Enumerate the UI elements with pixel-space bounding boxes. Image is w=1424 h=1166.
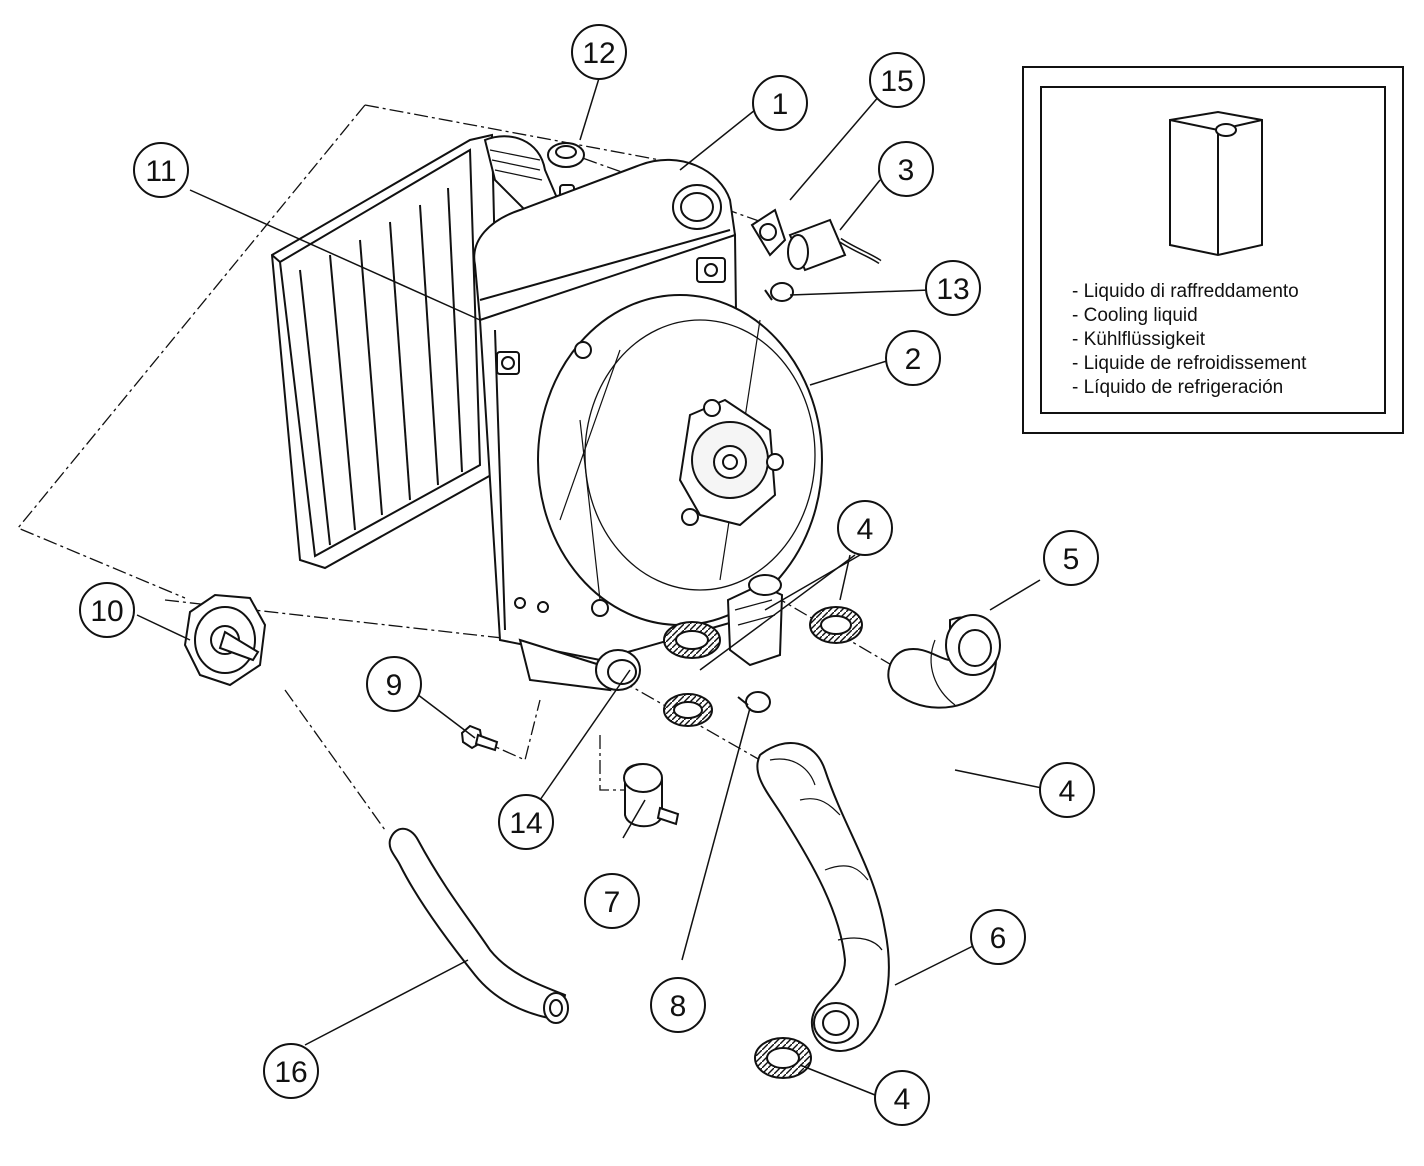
callout-15-label: 15 <box>880 65 913 98</box>
callout-13-label: 13 <box>936 273 969 306</box>
callout-1-label: 1 <box>772 88 789 121</box>
callout-13: 13 <box>925 260 981 316</box>
screw-13 <box>764 282 794 302</box>
callout-4-lower-label: 4 <box>894 1083 911 1116</box>
callout-10: 10 <box>79 582 135 638</box>
callout-2: 2 <box>885 330 941 386</box>
callout-4-middle: 4 <box>1039 762 1095 818</box>
hose-clamps <box>663 606 863 1079</box>
temperature-sensor <box>787 218 882 272</box>
callout-8: 8 <box>650 977 706 1033</box>
legend-line-en: - Cooling liquid <box>1072 305 1198 326</box>
callout-12: 12 <box>571 24 627 80</box>
callout-3: 3 <box>878 141 934 197</box>
bleed-bolt <box>460 724 499 752</box>
radiator-hose <box>756 742 890 1052</box>
radiator-outlet-spigot <box>595 649 641 691</box>
callout-5-label: 5 <box>1063 543 1080 576</box>
legend-line-it: - Liquido di raffreddamento <box>1072 281 1299 302</box>
callout-8-label: 8 <box>670 990 687 1023</box>
coolant-container-icon <box>1169 110 1263 257</box>
callouts: 1 2 3 4 4 4 5 6 <box>79 24 1099 1126</box>
callout-9: 9 <box>366 656 422 712</box>
callout-16: 16 <box>263 1043 319 1099</box>
callout-15: 15 <box>869 52 925 108</box>
legend-line-es: - Líquido de refrigeración <box>1072 377 1283 398</box>
elbow-hose <box>887 614 1001 709</box>
callout-6: 6 <box>970 909 1026 965</box>
callout-14: 14 <box>498 794 554 850</box>
callout-4-upper: 4 <box>837 500 893 556</box>
callout-10-label: 10 <box>90 595 123 628</box>
callout-1: 1 <box>752 75 808 131</box>
callout-12-label: 12 <box>582 37 615 70</box>
callout-2-label: 2 <box>905 343 922 376</box>
retaining-clip <box>750 208 787 257</box>
callout-9-label: 9 <box>386 669 403 702</box>
callout-6-label: 6 <box>990 922 1007 955</box>
coolant-legend: - Liquido di raffreddamento - Cooling li… <box>1022 66 1404 434</box>
leader-lines <box>136 74 1043 1096</box>
rubber-mount <box>623 763 680 828</box>
callout-14-label: 14 <box>509 807 542 840</box>
callout-5: 5 <box>1043 530 1099 586</box>
callout-7: 7 <box>584 873 640 929</box>
legend-line-de: - Kühlflüssigkeit <box>1072 329 1206 350</box>
radiator-shroud <box>270 133 502 570</box>
callout-4-middle-label: 4 <box>1059 775 1076 808</box>
cooling-fan <box>537 294 823 626</box>
callout-16-label: 16 <box>274 1056 307 1089</box>
callout-11: 11 <box>133 142 189 198</box>
callout-3-label: 3 <box>898 154 915 187</box>
callout-4-lower: 4 <box>874 1070 930 1126</box>
radiator-cap <box>183 593 267 687</box>
overflow-hose <box>388 827 569 1024</box>
wire-connector <box>726 574 784 667</box>
legend-line-fr: - Liquide de refroidissement <box>1072 353 1307 374</box>
expansion-tank <box>473 159 737 321</box>
callout-4-upper-label: 4 <box>857 513 874 546</box>
callout-11-label: 11 <box>145 155 176 188</box>
callout-7-label: 7 <box>604 886 621 919</box>
screw-8 <box>737 691 771 713</box>
